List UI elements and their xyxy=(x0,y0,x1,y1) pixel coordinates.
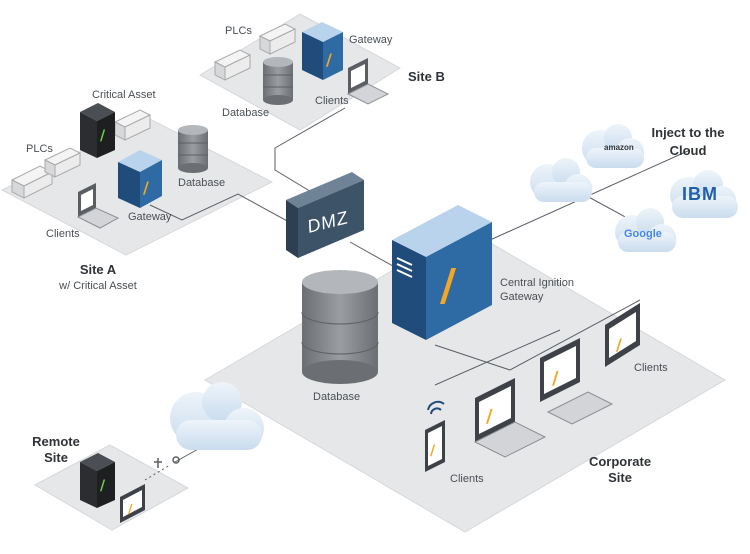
cloud-network xyxy=(530,158,592,202)
site-b-database xyxy=(263,57,293,105)
svg-text:/: / xyxy=(100,128,106,144)
svg-text:/: / xyxy=(100,478,106,494)
site-a-critical-asset: / xyxy=(80,103,115,158)
corporate-laptop: / xyxy=(473,378,547,458)
svg-text:/: / xyxy=(430,443,436,459)
line-site-b-dmz xyxy=(274,107,346,197)
site-a-client-laptop xyxy=(76,183,120,229)
cloud-google xyxy=(615,208,676,252)
site-b-plcs xyxy=(213,23,297,81)
svg-text:/: / xyxy=(128,502,133,516)
ibm-logo-text: IBM xyxy=(682,184,718,204)
site-a-gateway-server: / xyxy=(118,150,162,208)
svg-text:/: / xyxy=(326,50,332,69)
site-a-plcs-label: PLCs xyxy=(26,143,53,155)
antenna-icon xyxy=(154,456,180,468)
site-a-title: Site A w/ Critical Asset xyxy=(54,262,142,294)
remote-site-title: Remote Site xyxy=(32,434,80,465)
corporate-desktop: / xyxy=(540,338,614,425)
site-a-title-text: Site A xyxy=(79,262,117,277)
wifi-icon xyxy=(427,400,445,415)
svg-text:/: / xyxy=(143,178,149,197)
cloud-ibm xyxy=(670,170,738,218)
site-b-plcs-label: PLCs xyxy=(225,25,252,37)
site-b-gateway-server: / xyxy=(302,22,343,80)
cloud-amazon xyxy=(582,124,644,168)
central-gateway-server: / xyxy=(392,205,492,340)
corporate-site-title: Corporate Site xyxy=(588,454,652,485)
svg-text:/: / xyxy=(552,368,559,389)
site-b-database-label: Database xyxy=(222,107,270,119)
site-b-client-laptop xyxy=(346,58,390,105)
line-site-a-dmz xyxy=(149,193,301,229)
remote-critical-asset: / xyxy=(80,453,115,508)
site-a-critical-asset-label: Critical Asset xyxy=(92,89,156,101)
central-database xyxy=(301,270,379,384)
dmz-appliance xyxy=(286,172,364,258)
google-logo-text: Google xyxy=(624,228,662,240)
svg-text:/: / xyxy=(616,335,622,354)
site-a-plcs xyxy=(10,109,152,199)
svg-text:/: / xyxy=(486,406,493,427)
remote-client-monitor: / xyxy=(120,484,145,523)
corporate-tablet: / xyxy=(425,420,445,472)
cloud-section-title: Inject to the Cloud xyxy=(651,125,725,158)
site-b-gateway-label: Gateway xyxy=(349,34,393,46)
site-a-subtitle: w/ Critical Asset xyxy=(59,280,137,292)
corporate-clients-label-1: Clients xyxy=(634,362,668,374)
svg-text:/: / xyxy=(440,260,457,311)
site-a-clients-label: Clients xyxy=(46,228,80,240)
line-dmz-gateway xyxy=(349,241,401,271)
central-database-label: Database xyxy=(313,391,361,403)
site-a-database xyxy=(178,125,208,173)
line-corp-tablet xyxy=(434,329,561,386)
central-gateway-label: Central Ignition Gateway xyxy=(500,277,574,303)
site-b-clients-label: Clients xyxy=(315,95,349,107)
line-gateway-clients xyxy=(434,299,641,371)
cloud-remote xyxy=(170,382,264,450)
corporate-monitor-right: / xyxy=(605,303,640,367)
site-a-gateway-label: Gateway xyxy=(128,211,172,223)
site-a-database-label: Database xyxy=(178,177,226,189)
corporate-clients-label-2: Clients xyxy=(450,473,484,485)
site-b-title: Site B xyxy=(408,69,445,84)
amazon-logo-text: amazon xyxy=(604,143,634,152)
